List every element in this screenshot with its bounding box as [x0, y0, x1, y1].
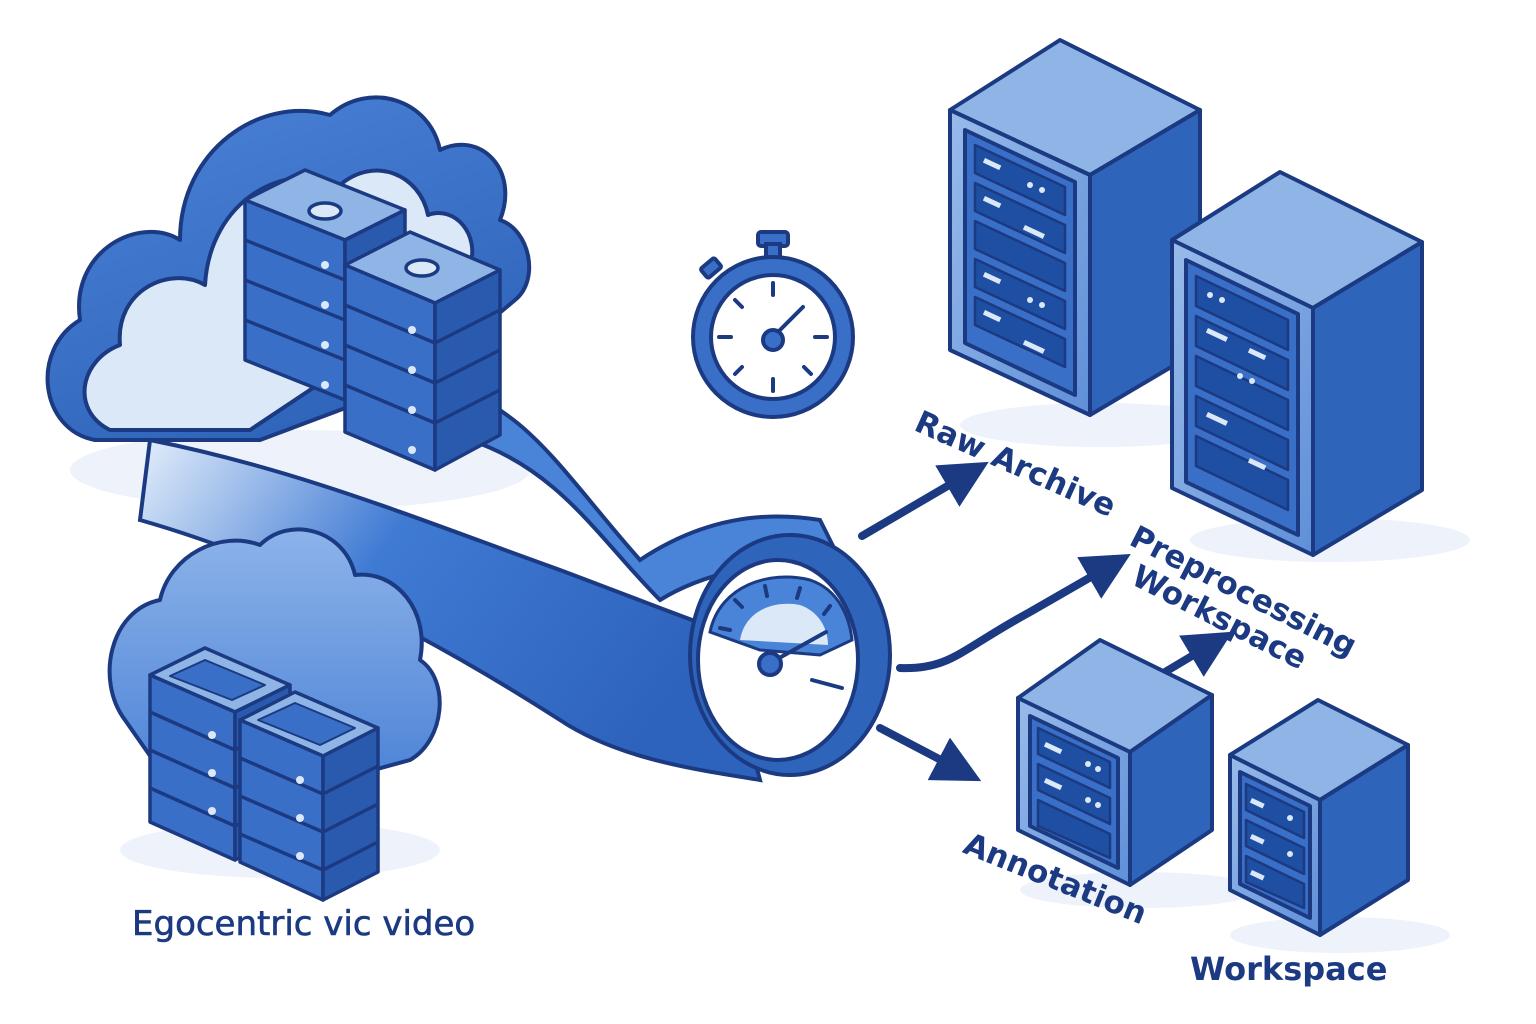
stopwatch-icon: [691, 230, 855, 419]
server-tower-icon: [1170, 170, 1424, 557]
label-workspace: Workspace: [1190, 950, 1388, 988]
server-tower-icon: [1016, 638, 1214, 887]
label-egocentric-video: Egocentric vic video: [132, 904, 476, 945]
server-tower-icon: [1228, 698, 1410, 937]
speedometer-gauge-icon: [688, 533, 892, 777]
server-stack-icon: [148, 646, 380, 902]
server-tower-icon: [948, 38, 1202, 417]
arrow-icon: [858, 461, 1233, 782]
server-stack-icon: [243, 168, 502, 472]
